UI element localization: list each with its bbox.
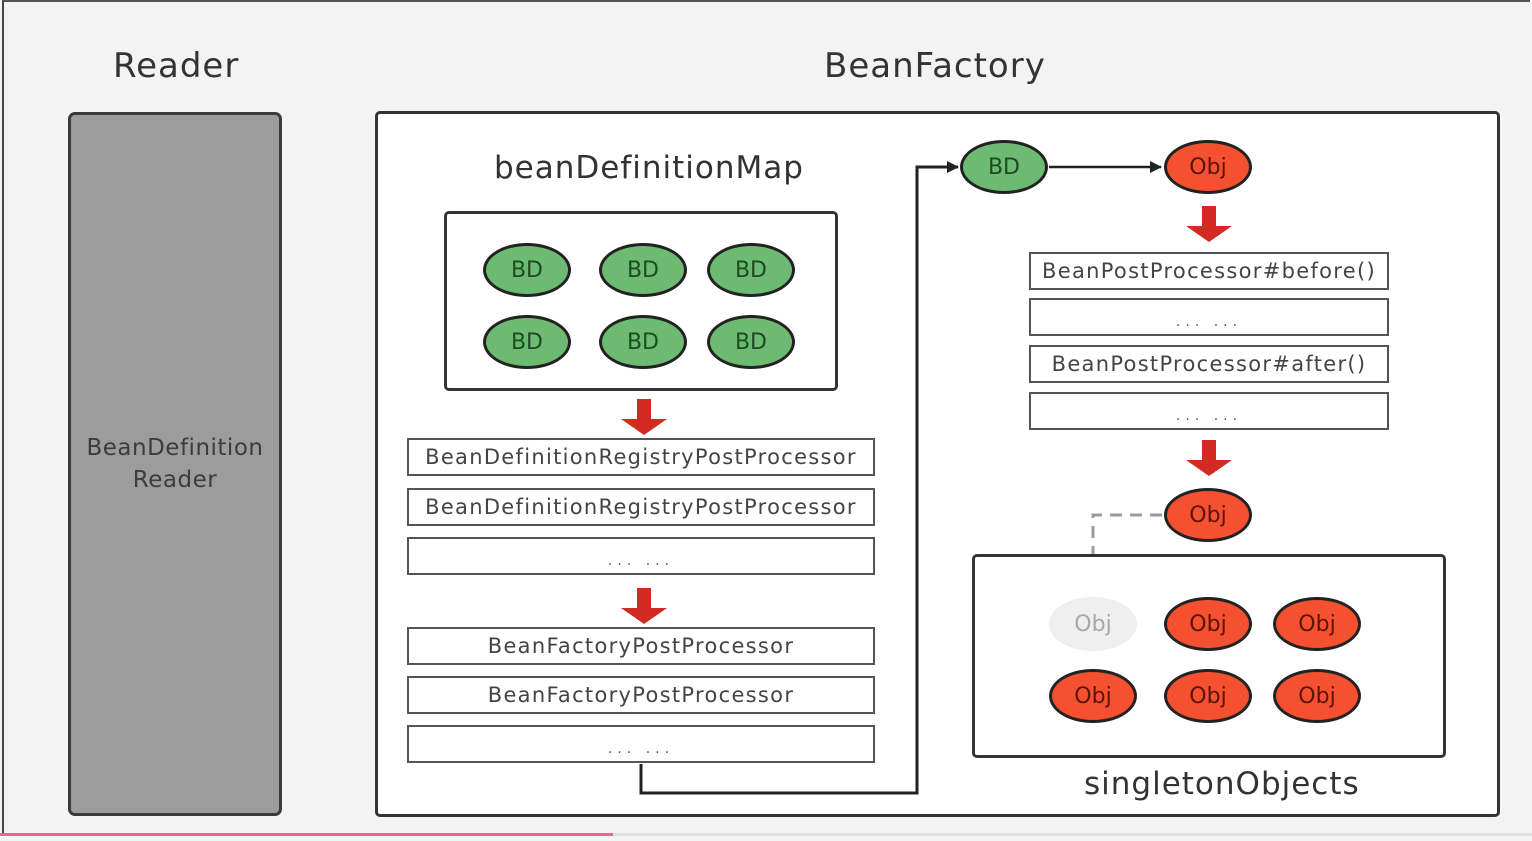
factory-post-processor-row: BeanFactoryPostProcessor	[407, 676, 875, 714]
singleton-object-node: Obj	[1273, 669, 1361, 723]
bean-definition-node: BD	[483, 243, 571, 297]
singleton-objects-title: singletonObjects	[1084, 766, 1360, 802]
processed-object-node: Obj	[1164, 488, 1252, 542]
registry-post-processor-ellipsis-row: ... ...	[407, 537, 875, 575]
registry-post-processor-row: BeanDefinitionRegistryPostProcessor	[407, 438, 875, 476]
bean-definition-node: BD	[707, 315, 795, 369]
bean-definition-reader-label: BeanDefinitionReader	[86, 435, 264, 493]
bean-definition-node: BD	[599, 315, 687, 369]
singleton-object-node: Obj	[1273, 597, 1361, 651]
bean-definition-map-title: beanDefinitionMap	[494, 150, 804, 186]
registry-post-processor-row: BeanDefinitionRegistryPostProcessor	[407, 488, 875, 526]
down-arrow-icon	[1186, 206, 1232, 242]
down-arrow-icon	[1186, 440, 1232, 476]
flow-bean-definition-node: BD	[960, 140, 1048, 194]
bean-post-processor-after-row: BeanPostProcessor#after()	[1029, 345, 1389, 383]
bean-definition-node: BD	[483, 315, 571, 369]
bean-post-processor-ellipsis-row: ... ...	[1029, 392, 1389, 430]
singleton-object-node: Obj	[1049, 669, 1137, 723]
singleton-object-node: Obj	[1164, 669, 1252, 723]
down-arrow-icon	[621, 399, 667, 435]
video-progress-bar[interactable]	[0, 833, 1532, 836]
flow-object-node: Obj	[1164, 140, 1252, 194]
video-progress-fill	[0, 833, 613, 836]
bean-post-processor-ellipsis-row: ... ...	[1029, 298, 1389, 336]
bean-definition-node: BD	[599, 243, 687, 297]
bean-post-processor-before-row: BeanPostProcessor#before()	[1029, 252, 1389, 290]
singleton-object-placeholder: Obj	[1049, 597, 1137, 651]
bean-factory-title: BeanFactory	[824, 46, 1046, 86]
factory-post-processor-row: BeanFactoryPostProcessor	[407, 627, 875, 665]
singleton-objects-box	[972, 554, 1446, 758]
reader-title: Reader	[113, 46, 240, 86]
singleton-object-node: Obj	[1164, 597, 1252, 651]
bean-definition-node: BD	[707, 243, 795, 297]
bean-definition-reader-box: BeanDefinitionReader	[68, 112, 282, 816]
down-arrow-icon	[621, 588, 667, 624]
factory-post-processor-ellipsis-row: ... ...	[407, 725, 875, 763]
